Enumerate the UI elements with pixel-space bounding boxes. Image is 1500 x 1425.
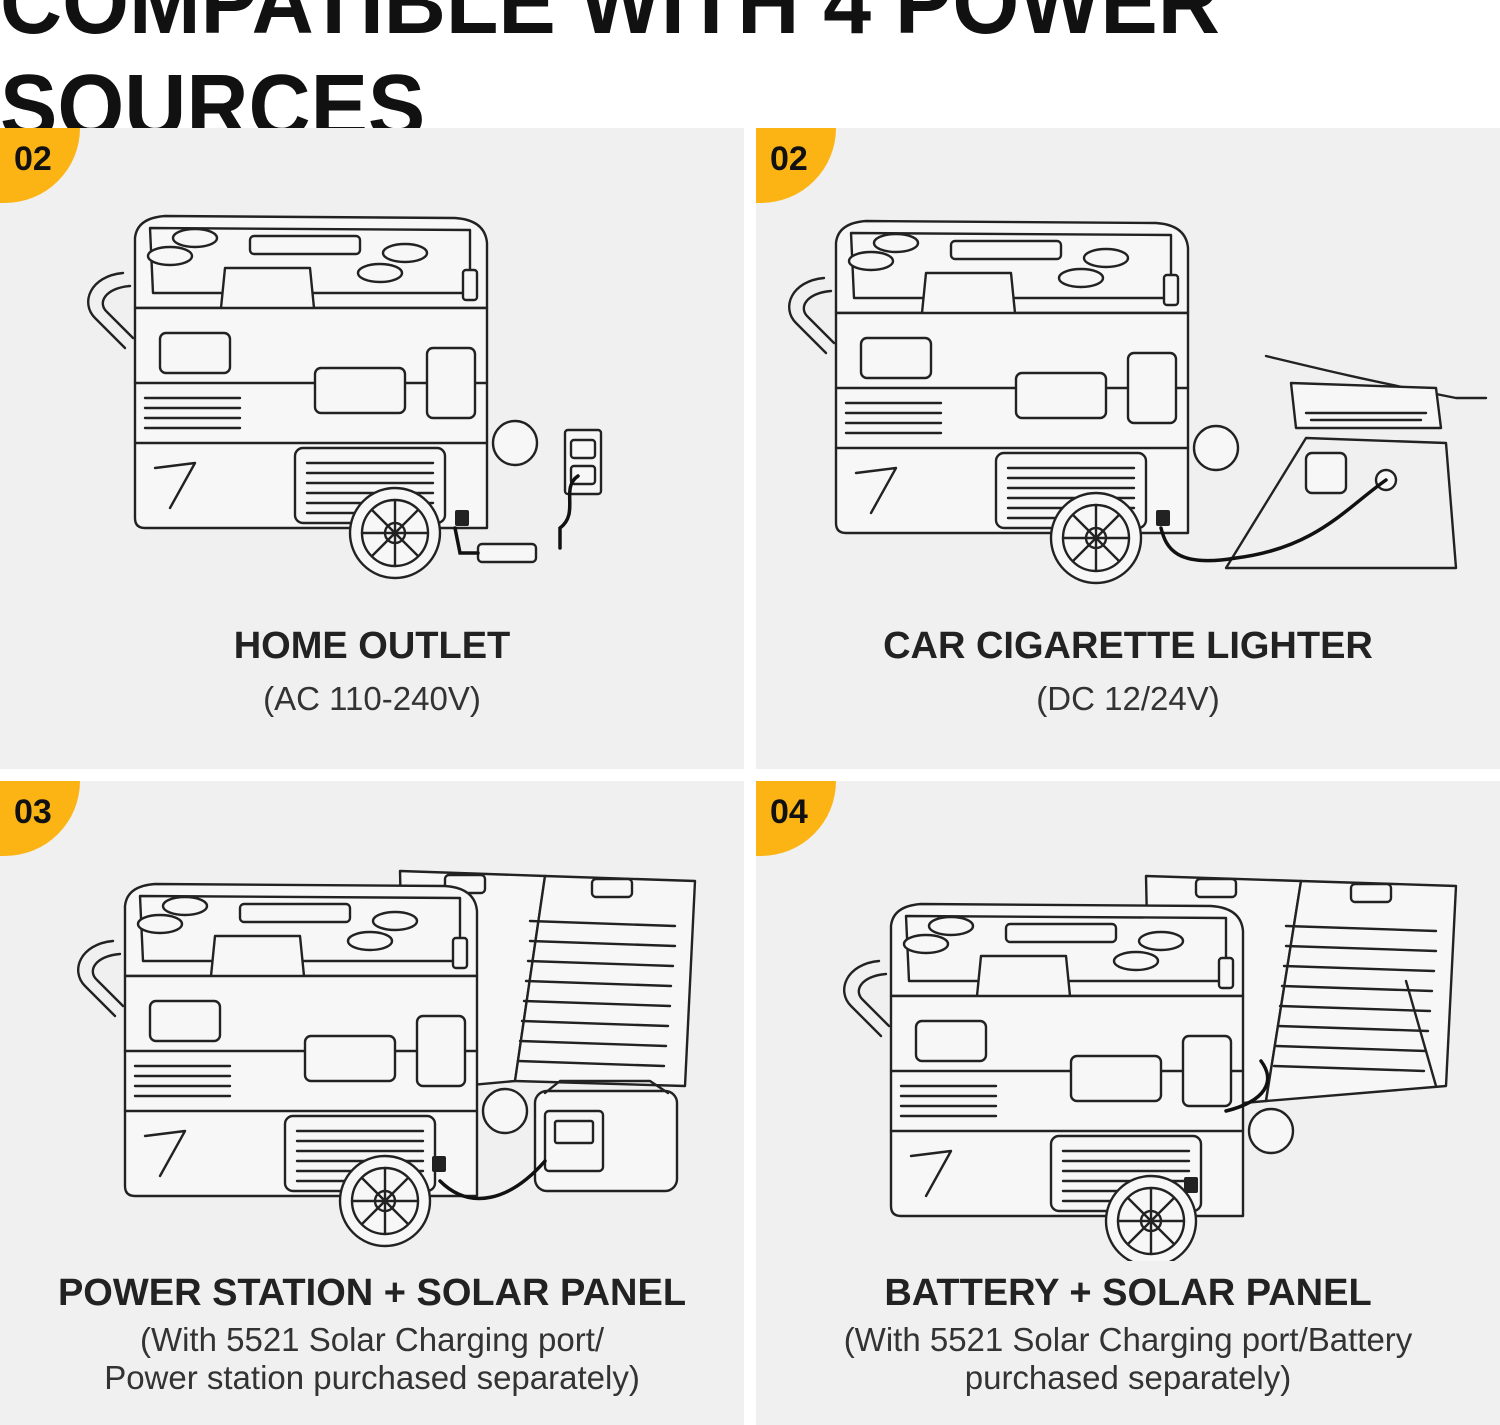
panel-car-lighter: 02 CAR CIGARETTE LIGHTER (DC 12/24V) <box>756 128 1500 769</box>
panel-home-outlet: 02 HOME OUTLET (AC 110-240V) <box>0 128 744 769</box>
panel-subtitle-line1: (With 5521 Solar Charging port/ <box>139 1321 605 1358</box>
step-number: 02 <box>770 140 808 178</box>
panel-title: BATTERY + SOLAR PANEL <box>884 1272 1372 1314</box>
step-badge: 04 <box>756 781 836 856</box>
step-number: 03 <box>14 793 52 831</box>
panel-subtitle: (DC 12/24V) <box>1036 680 1220 717</box>
step-number: 04 <box>770 793 808 831</box>
page-title: COMPATIBLE WITH 4 POWER SOURCES <box>0 0 1220 157</box>
panel-subtitle-line1: (With 5521 Solar Charging port/Battery <box>843 1321 1413 1358</box>
step-badge: 02 <box>0 128 80 203</box>
cooler-car-dashboard-illustration <box>787 219 1488 585</box>
panel-battery-solar: 04 BATTERY + SOLAR PANEL (With 5521 Sola… <box>756 781 1500 1425</box>
panel-subtitle: (AC 110-240V) <box>263 680 481 717</box>
cooler-wall-outlet-illustration <box>86 214 603 580</box>
step-number: 02 <box>14 140 52 178</box>
cooler-power-station-solar-illustration <box>76 869 697 1248</box>
step-badge: 03 <box>0 781 80 856</box>
panel-power-station-solar: 03 POWER STATION + SOLAR PANEL (With 552… <box>0 781 744 1425</box>
panel-title: CAR CIGARETTE LIGHTER <box>883 625 1373 667</box>
panel-title: HOME OUTLET <box>233 625 511 667</box>
panel-subtitle-line2: Power station purchased separately) <box>104 1359 640 1396</box>
panel-title: POWER STATION + SOLAR PANEL <box>57 1272 687 1314</box>
panel-subtitle-line2: purchased separately) <box>964 1359 1292 1396</box>
cooler-solar-illustration <box>842 874 1458 1261</box>
